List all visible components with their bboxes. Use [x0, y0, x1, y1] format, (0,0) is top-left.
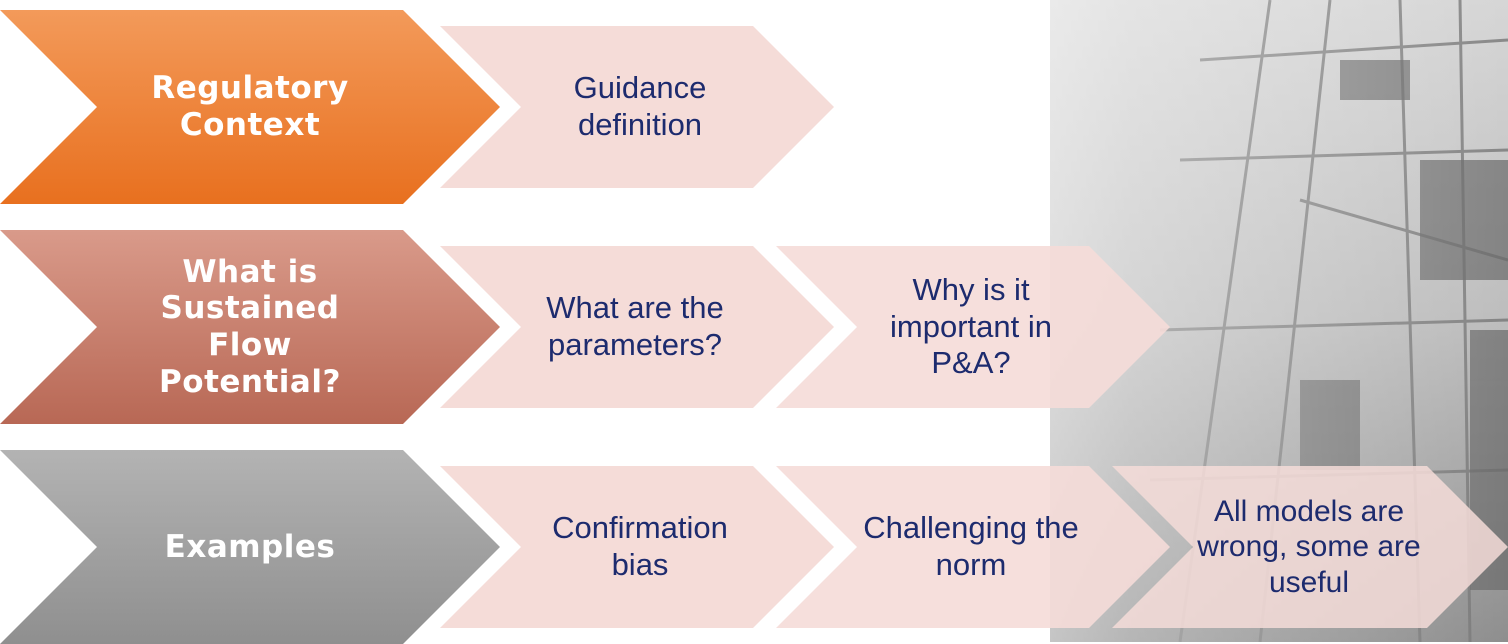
chevron-sustained-flow-potential: What is Sustained Flow Potential?	[0, 230, 500, 424]
heading-examples: Examples	[164, 528, 336, 565]
item-what-are-parameters: What are the parameters?	[546, 290, 724, 362]
chevron-examples: Examples	[0, 450, 500, 644]
chevron-shape	[0, 10, 500, 204]
item-guidance-definition: Guidance definition	[573, 70, 707, 142]
chevron-regulatory-context: Regulatory Context	[0, 10, 500, 204]
heading-regulatory-context: Regulatory Context	[151, 70, 349, 143]
heading-sustained-flow-potential: What is Sustained Flow Potential?	[159, 253, 341, 400]
chevron-what-are-parameters: What are the parameters?	[440, 246, 834, 408]
item-confirmation-bias: Confirmation bias	[552, 510, 728, 582]
chevron-guidance-definition: Guidance definition	[440, 26, 834, 188]
item-all-models-wrong: All models are wrong, some are useful	[1197, 494, 1421, 599]
chevron-confirmation-bias: Confirmation bias	[440, 466, 834, 628]
chevron-why-important: Why is it important in P&A?	[776, 246, 1170, 408]
chevron-all-models-wrong: All models are wrong, some are useful	[1112, 466, 1508, 628]
chevron-challenging-norm: Challenging the norm	[776, 466, 1170, 628]
item-challenging-norm: Challenging the norm	[863, 510, 1079, 582]
item-why-important: Why is it important in P&A?	[890, 272, 1052, 381]
